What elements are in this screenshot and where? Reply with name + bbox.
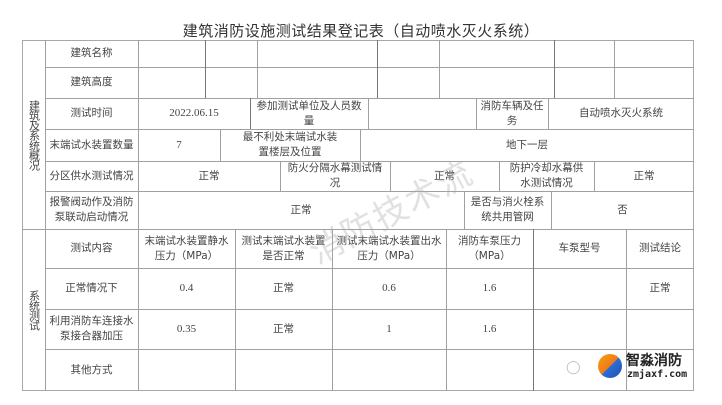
- label-worst-location: 最不利处末端试水装置楼层及位置: [242, 131, 338, 158]
- table-cell: [446, 349, 533, 391]
- header-device-normal: 测试末端试水装置是否正常: [241, 234, 326, 262]
- col-divider: [250, 98, 251, 129]
- col-divider: [368, 98, 369, 129]
- header-pump-pressure: 消防车泵压力（MPa）: [458, 234, 521, 262]
- label-building-height: 建筑高度: [70, 76, 113, 88]
- wechat-icon: ◯: [566, 360, 581, 375]
- col-divider: [439, 40, 440, 98]
- table-row-label: 其他方式: [70, 363, 113, 376]
- participants-value: [368, 98, 476, 129]
- col-divider: [533, 229, 534, 391]
- label-cooling-curtain: 防护冷却水幕供水测试情况: [509, 162, 584, 189]
- col-divider: [614, 40, 615, 98]
- row-divider: [45, 98, 694, 99]
- table-cell: [626, 309, 694, 349]
- col-divider: [257, 40, 258, 98]
- col-divider: [390, 161, 391, 191]
- table-cell: 正常: [649, 282, 671, 294]
- cooling-curtain-value: 正常: [633, 169, 655, 182]
- row-divider: [45, 309, 694, 310]
- label-end-device-count: 末端试水装置数量: [49, 138, 134, 151]
- logo-name: 智淼消防: [626, 353, 682, 369]
- label-test-time: 测试时间: [70, 107, 113, 119]
- col-divider: [280, 161, 281, 191]
- col-divider: [548, 98, 549, 129]
- col-divider: [220, 129, 221, 161]
- col-divider: [626, 229, 627, 391]
- row-divider: [45, 349, 694, 350]
- col-divider: [205, 40, 206, 98]
- label-zone-supply: 分区供水测试情况: [49, 169, 134, 182]
- row-divider: [45, 161, 694, 162]
- table-cell: 0.6: [382, 282, 396, 294]
- row-divider: [45, 191, 694, 192]
- label-fire-vehicle: 消防车辆及任务: [480, 99, 544, 127]
- results-table: [22, 40, 694, 391]
- col-divider: [45, 40, 46, 391]
- section-divider: [22, 229, 694, 230]
- table-cell: [332, 349, 446, 391]
- col-divider: [476, 98, 477, 129]
- row-divider: [45, 268, 694, 269]
- table-cell: [533, 268, 626, 309]
- col-divider: [446, 229, 447, 391]
- label-alarm-valve: 报警阀动作及消防泵联动启动情况: [49, 196, 134, 223]
- col-divider: [551, 191, 552, 229]
- table-cell: 1.6: [482, 282, 497, 294]
- col-divider: [464, 191, 465, 229]
- label-fire-curtain: 防火分隔水幕测试情况: [287, 162, 383, 189]
- shared-pipe-value: 否: [617, 203, 628, 216]
- col-divider: [138, 40, 139, 391]
- table-cell: [533, 309, 626, 349]
- col-divider: [377, 40, 378, 98]
- fire-vehicle-value: 自动喷水灭火系统: [579, 107, 663, 119]
- label-participants: 参加测试单位及人员数量: [256, 99, 362, 127]
- label-shared-pipe: 是否与消火栓系统共用管网: [470, 196, 545, 223]
- table-row-label: 利用消防车连接水泵接合器加压: [49, 315, 134, 342]
- table-cell: 0.4: [179, 282, 194, 294]
- section-label-system-test: 系统测试: [27, 290, 41, 330]
- col-divider: [554, 40, 555, 98]
- header-conclusion: 测试结论: [639, 242, 681, 254]
- table-cell: [138, 349, 235, 391]
- logo-domain: zmjaxf.com: [627, 369, 688, 380]
- table-cell: 正常: [273, 322, 294, 335]
- header-static-pressure: 末端试水装置静水压力（MPa）: [144, 234, 229, 262]
- end-device-count-value: 7: [176, 138, 182, 151]
- worst-location-value: 地下一层: [506, 138, 548, 151]
- col-divider: [499, 161, 500, 191]
- table-cell: 0.35: [176, 322, 197, 335]
- row-divider: [45, 129, 694, 130]
- col-divider: [235, 229, 236, 391]
- header-test-content: 测试内容: [70, 242, 113, 254]
- table-cell: [235, 349, 332, 391]
- table-cell: 1.6: [482, 322, 497, 335]
- label-building-name: 建筑名称: [70, 47, 113, 59]
- brand-logo: 智淼消防 zmjaxf.com: [594, 350, 706, 386]
- section-label-overview: 建筑及系统概况: [27, 99, 41, 170]
- table-cell: 1: [386, 322, 392, 335]
- table-row-label: 正常情况下: [65, 282, 118, 294]
- logo-icon: [598, 354, 622, 378]
- col-divider: [360, 129, 361, 161]
- row-divider: [45, 67, 694, 68]
- fire-curtain-value: 正常: [434, 169, 455, 182]
- alarm-valve-value: 正常: [290, 203, 312, 216]
- header-outlet-pressure: 测试末端试水装置出水压力（MPa）: [336, 234, 442, 262]
- header-pump-model: 车泵型号: [558, 242, 601, 254]
- col-divider: [594, 161, 595, 191]
- zone-supply-value: 正常: [198, 169, 220, 182]
- table-cell: 正常: [273, 282, 294, 294]
- col-divider: [332, 229, 333, 391]
- test-time-value: 2022.06.15: [169, 107, 219, 119]
- page-title: 建筑消防设施测试结果登记表（自动喷水灭火系统）: [182, 22, 540, 40]
